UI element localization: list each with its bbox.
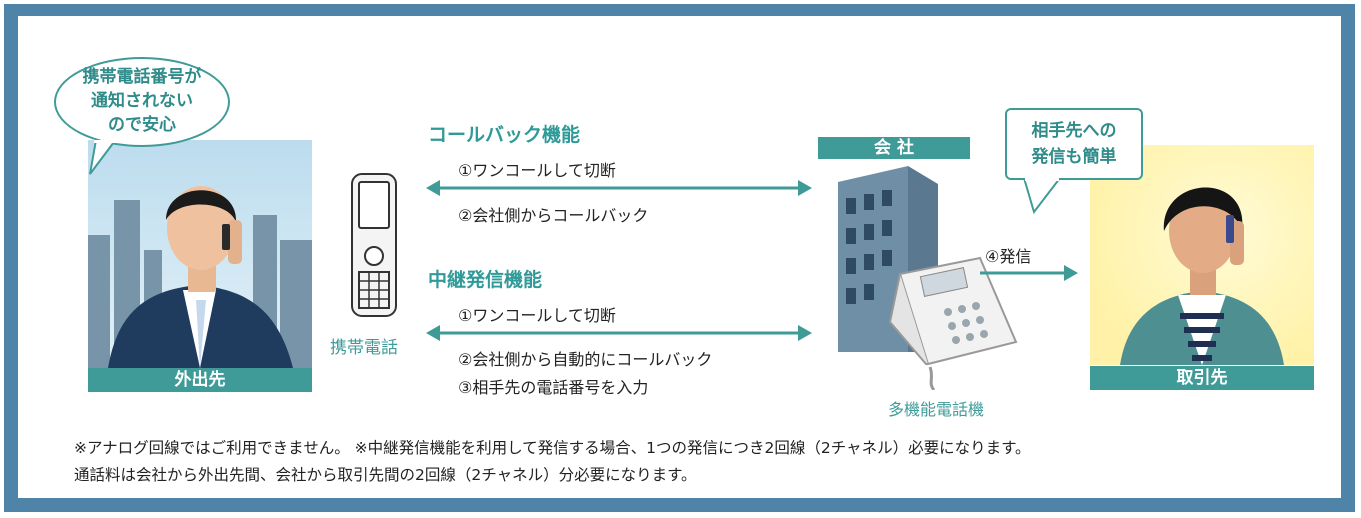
bubble-left-line2: 通知されない <box>91 91 193 111</box>
relay-double-arrow <box>426 325 812 341</box>
send-step4: ④発信 <box>985 247 1032 266</box>
outdoor-label: 外出先 <box>88 368 312 392</box>
note-line2: 通話料は会社から外出先間、会社から取引先間の2回線（2チャネル）分必要になります… <box>74 466 697 484</box>
company-label: 会 社 <box>818 137 970 159</box>
relay-step2: ②会社側から自動的にコールバック <box>458 350 713 369</box>
client-label: 取引先 <box>1090 366 1314 390</box>
relay-step3: ③相手先の電話番号を入力 <box>458 378 649 397</box>
mobile-phone-label: 携帯電話 <box>330 338 398 358</box>
relay-step1: ①ワンコールして切断 <box>458 306 616 325</box>
mobile-phone-icon <box>351 173 397 317</box>
businessman-illustration <box>108 186 293 368</box>
multifunction-phone-label: 多機能電話機 <box>888 400 985 419</box>
office-building-icon <box>838 166 1018 390</box>
outdoor-scene <box>88 140 312 368</box>
bubble-tail-right <box>1023 178 1061 215</box>
callback-step1: ①ワンコールして切断 <box>458 161 616 180</box>
callback-step2: ②会社側からコールバック <box>458 206 649 225</box>
bubble-right-line2: 発信も簡単 <box>1031 147 1117 167</box>
multifunction-phone-icon <box>888 256 1018 390</box>
callback-title: コールバック機能 <box>428 124 581 146</box>
client-person-illustration <box>1120 187 1284 365</box>
relay-title: 中継発信機能 <box>428 269 543 291</box>
bubble-tail-left <box>89 140 116 175</box>
speech-bubble-left: 携帯電話番号が 通知されない ので安心 <box>54 57 230 147</box>
bubble-left-line1: 携帯電話番号が <box>82 67 202 87</box>
client-scene <box>1090 145 1314 365</box>
speech-bubble-right: 相手先への 発信も簡単 <box>1005 108 1143 180</box>
bubble-left-line3: ので安心 <box>108 115 176 135</box>
bubble-right-line1: 相手先への <box>1031 121 1117 141</box>
note-line1: ※アナログ回線ではご利用できません。 ※中継発信機能を利用して発信する場合、1つ… <box>74 439 1031 457</box>
callback-double-arrow <box>426 180 812 196</box>
send-arrow <box>980 265 1078 281</box>
